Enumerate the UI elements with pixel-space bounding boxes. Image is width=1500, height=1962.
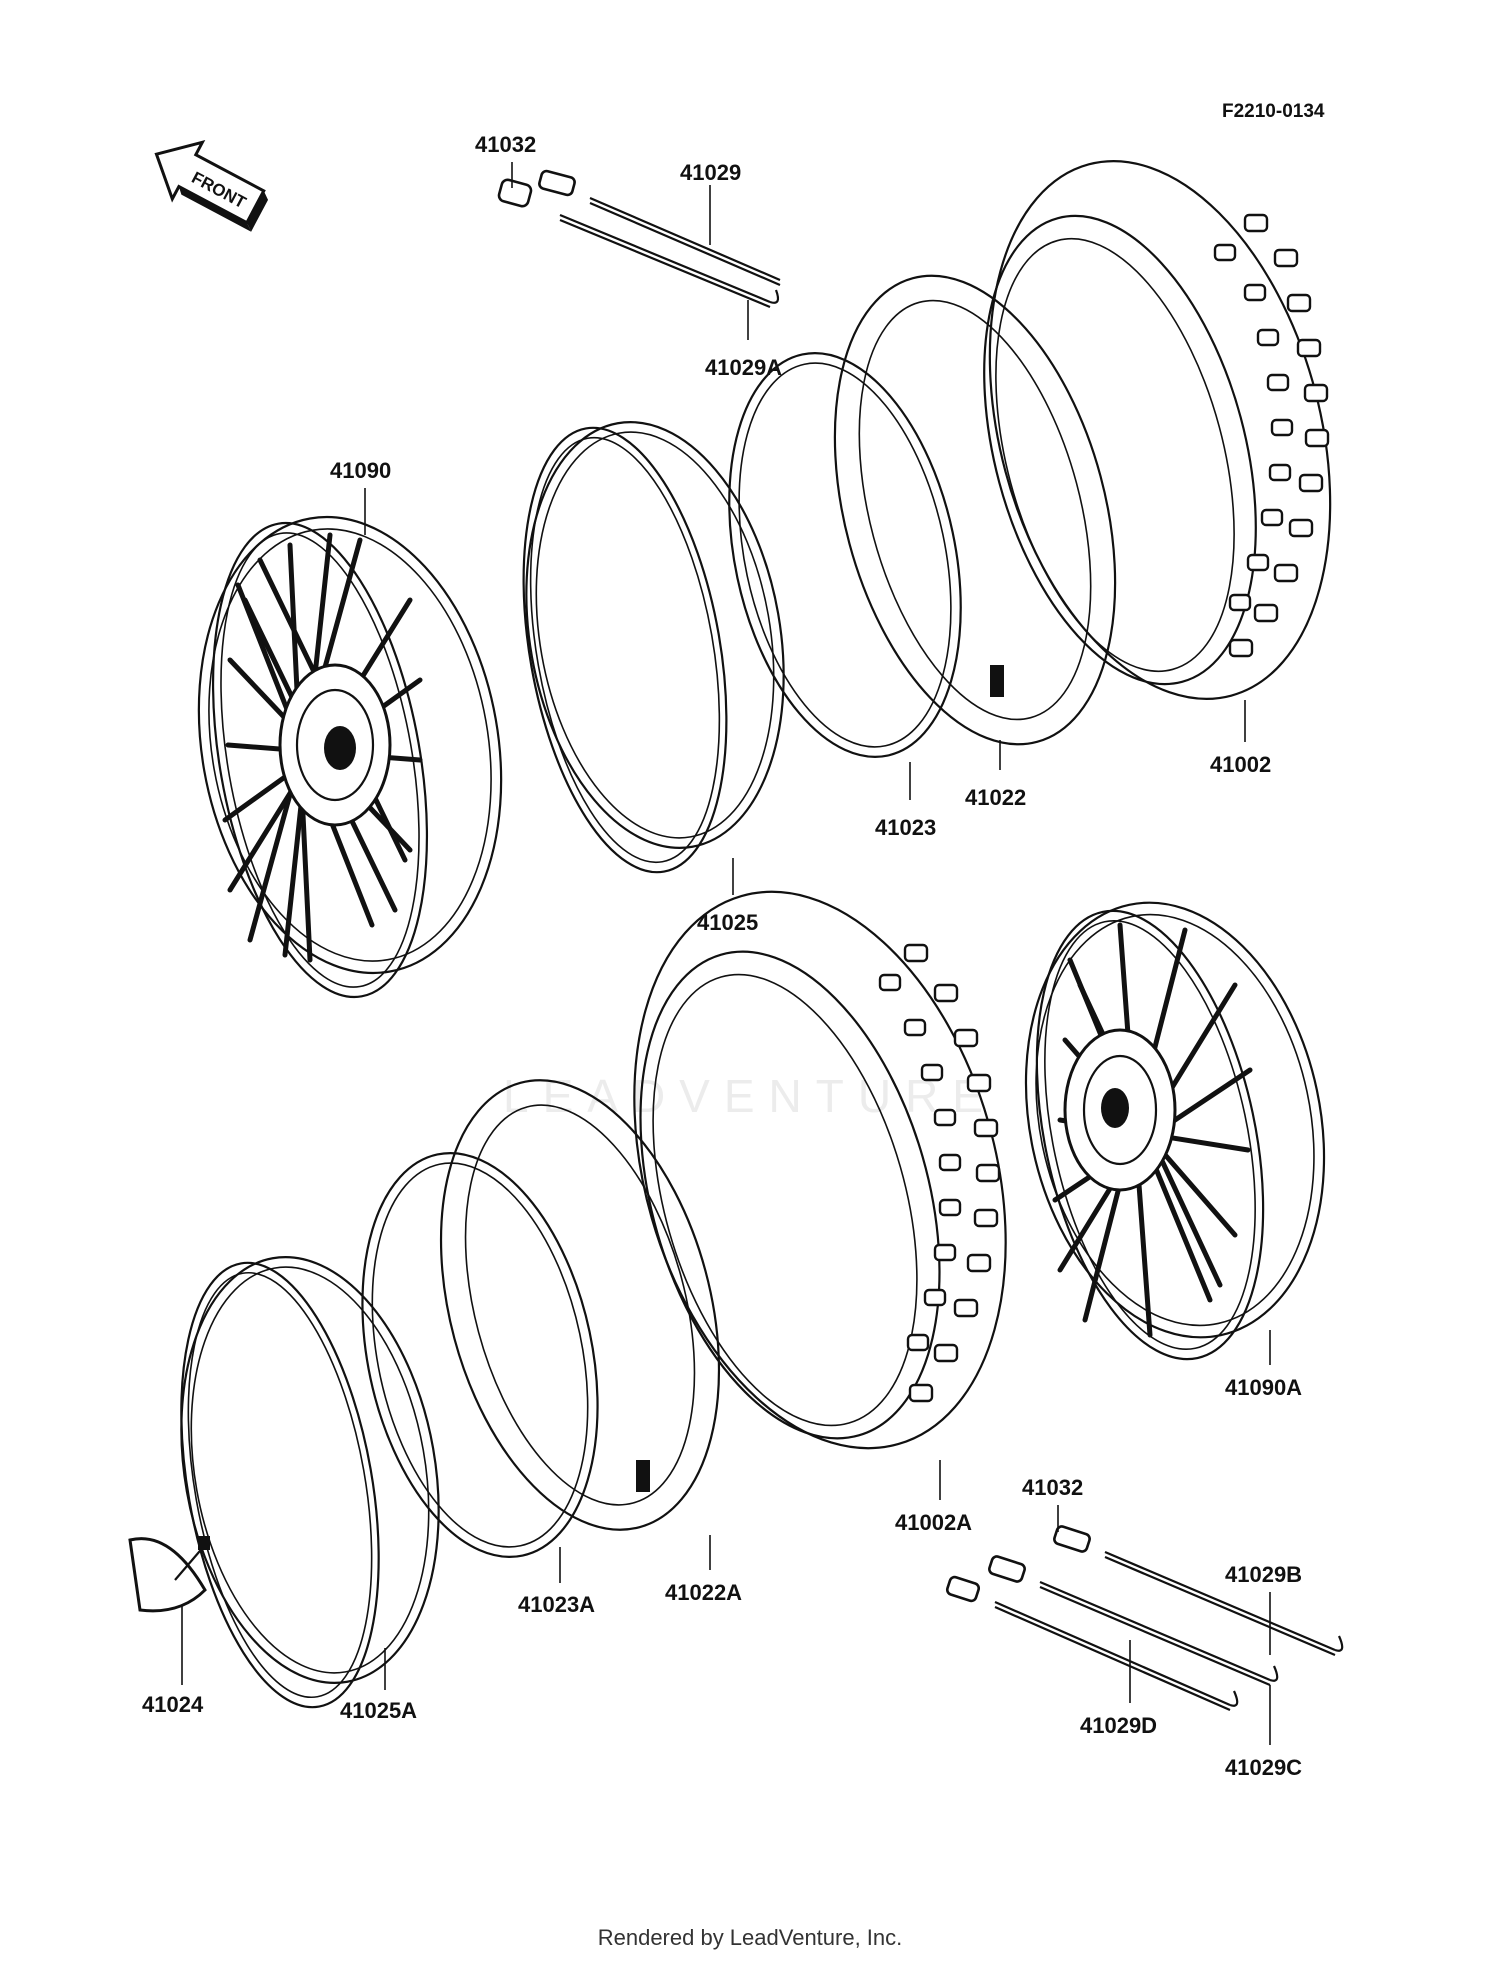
spoke-nipple-top <box>497 169 576 208</box>
callout-41023A: 41023A <box>518 1592 595 1617</box>
tire-41002A <box>633 890 1007 1450</box>
callout-41029A: 41029A <box>705 355 782 380</box>
rim-41025A <box>180 1256 440 1709</box>
callout-41029D: 41029D <box>1080 1713 1157 1738</box>
callout-41029: 41029 <box>680 160 741 185</box>
callout-41090A: 41090A <box>1225 1375 1302 1400</box>
wheel-41090 <box>197 515 503 999</box>
callout-41025A: 41025A <box>340 1698 417 1723</box>
spoke-41029C <box>1039 1580 1279 1687</box>
spoke-41029D <box>994 1600 1239 1712</box>
figure-code: F2210-0134 <box>1222 101 1325 122</box>
spoke-nipple-bottom <box>945 1525 1091 1603</box>
watermark: LEADVENTURE <box>503 1070 997 1122</box>
rim-41025 <box>522 421 785 874</box>
tube-41022 <box>833 274 1117 746</box>
callout-41002: 41002 <box>1210 752 1271 777</box>
wheel-41090A <box>1024 901 1326 1361</box>
leader-lines <box>181 162 1271 1745</box>
tire-41002 <box>983 160 1332 700</box>
tube-41022A <box>439 1079 721 1531</box>
callout-41022: 41022 <box>965 785 1026 810</box>
front-arrow-icon: FRONT <box>154 140 269 232</box>
callout-41032-top: 41032 <box>475 132 536 157</box>
spoke-41029 <box>589 196 781 287</box>
callout-41022A: 41022A <box>665 1580 742 1605</box>
spoke-41029A <box>559 213 780 309</box>
footer-credit: Rendered by LeadVenture, Inc. <box>598 1925 903 1950</box>
callout-41090: 41090 <box>330 458 391 483</box>
callout-41032-bottom: 41032 <box>1022 1475 1083 1500</box>
rim-lock-41024 <box>128 1536 210 1613</box>
callout-41025: 41025 <box>697 910 758 935</box>
callout-41029C: 41029C <box>1225 1755 1302 1780</box>
callout-41023: 41023 <box>875 815 936 840</box>
rim-band-41023 <box>728 352 962 758</box>
callout-41002A: 41002A <box>895 1510 972 1535</box>
callout-41024: 41024 <box>142 1692 204 1717</box>
rim-band-41023A <box>361 1152 599 1558</box>
callout-41029B: 41029B <box>1225 1562 1302 1587</box>
spoke-41029B <box>1104 1550 1344 1657</box>
